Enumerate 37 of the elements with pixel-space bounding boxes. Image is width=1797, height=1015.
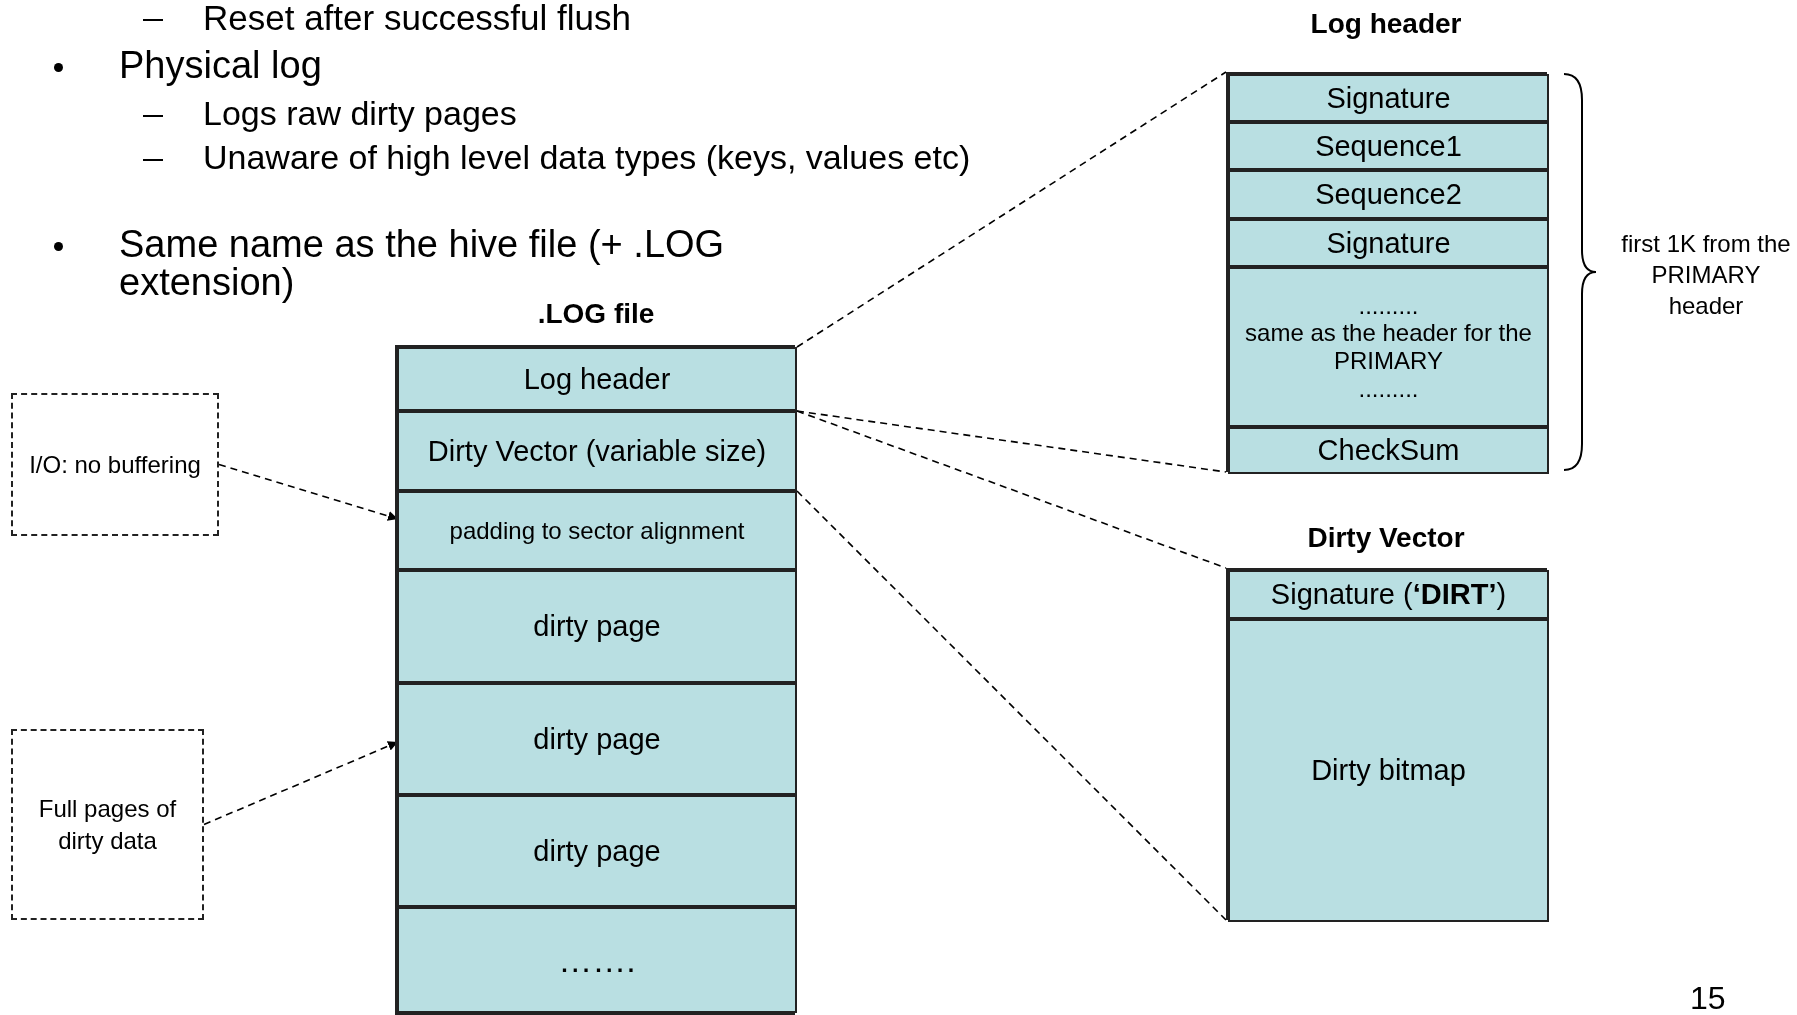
layout-field: dirty page — [397, 570, 797, 683]
layout-field: Dirty bitmap — [1228, 619, 1549, 922]
zoom-line — [796, 71, 1227, 348]
block-heading: Dirty Vector — [1307, 522, 1465, 554]
zoom-line — [796, 410, 1227, 473]
zoom-line — [796, 490, 1227, 921]
zoom-line — [796, 410, 1227, 569]
page-number: 15 — [1690, 982, 1727, 1014]
layout-field: Signature (‘DIRT’) — [1228, 570, 1549, 619]
note-text: first 1K from the PRIMARY header — [1620, 229, 1792, 322]
layout-field — [1228, 267, 1549, 427]
bullet-text: Physical log — [119, 46, 323, 84]
layout-field: Sequence1 — [1228, 122, 1549, 170]
block-heading: .LOG file — [537, 298, 655, 330]
layout-field: dirty page — [397, 795, 797, 907]
memory-layout-block — [395, 345, 795, 1015]
layout-field: CheckSum — [1228, 427, 1549, 474]
layout-field: Signature — [1228, 219, 1549, 267]
bullet-text: Same name as the hive file (+ .LOG extension) — [119, 225, 726, 301]
layout-field: Signature — [1228, 74, 1549, 122]
field-text: ......... — [1358, 291, 1419, 320]
layout-field: Log header — [397, 347, 797, 411]
layout-field: Sequence2 — [1228, 170, 1549, 219]
bullet-text: Reset after successful flush — [203, 0, 632, 35]
bullet-text: Logs raw dirty pages — [203, 96, 518, 130]
block-heading: Log header — [1310, 8, 1462, 40]
layout-field: dirty page — [397, 683, 797, 795]
layout-field: Dirty Vector (variable size) — [397, 411, 797, 491]
field-text: same as the header for the PRIMARY — [1244, 319, 1533, 375]
note-box: Full pages of dirty data — [11, 729, 204, 920]
note-box: I/O: no buffering — [11, 393, 219, 536]
memory-layout-block — [1226, 568, 1547, 920]
layout-field: ……. — [397, 907, 797, 1013]
field-text: ......... — [1358, 374, 1419, 403]
bullet-text: Unaware of high level data types (keys, values etc) — [203, 140, 972, 174]
layout-field: padding to sector alignment — [397, 491, 797, 570]
memory-layout-block — [1226, 72, 1547, 472]
